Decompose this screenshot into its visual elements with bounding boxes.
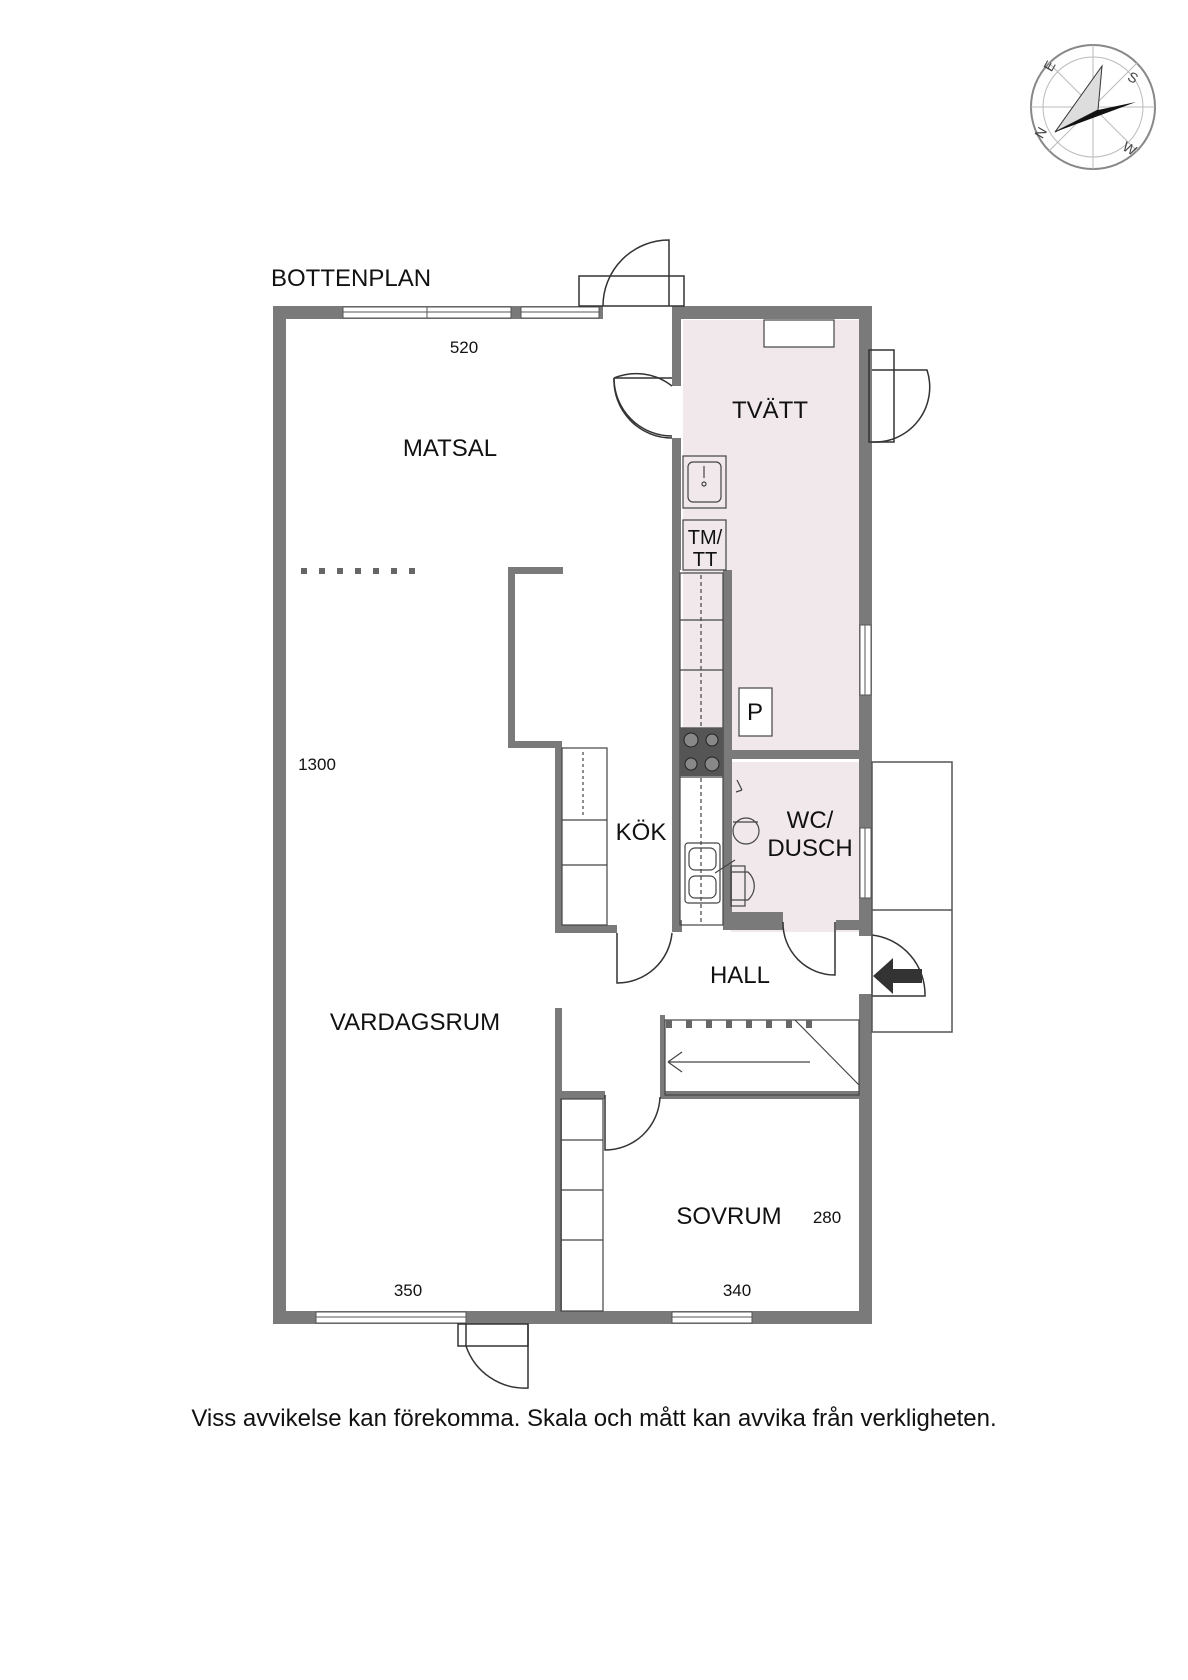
compass-icon: E S W N [1030, 44, 1156, 170]
laundry-sink-icon [682, 455, 727, 509]
dimension-top: 520 [450, 338, 478, 357]
room-label-tvatt: TVÄTT [732, 397, 808, 424]
room-label-kok: KÖK [616, 819, 667, 846]
room-label-p: P [747, 699, 763, 726]
entrance-arrow-icon [873, 958, 922, 994]
room-label-vardagsrum: VARDAGSRUM [330, 1009, 500, 1036]
stove-icon [680, 728, 723, 776]
room-label-sovrum: SOVRUM [676, 1203, 781, 1230]
dimension-bottom-right: 340 [723, 1281, 751, 1300]
stair-dots [301, 568, 812, 1028]
tvatt-fill [683, 320, 861, 750]
dimension-left: 1300 [298, 755, 336, 774]
disclaimer-text: Viss avvikelse kan förekomma. Skala och … [191, 1405, 997, 1432]
room-label-hall: HALL [710, 962, 770, 989]
kitchen-sink-icon [684, 842, 736, 904]
doors [457, 239, 953, 1389]
room-label-tt: TT [693, 549, 717, 571]
wc-fill [731, 762, 861, 932]
floor-title: BOTTENPLAN [271, 265, 431, 292]
dimension-sovrum-side: 280 [813, 1208, 841, 1227]
staircase [560, 747, 860, 1312]
room-label-matsal: MATSAL [403, 435, 497, 462]
tm-tt-box [682, 519, 727, 571]
dimension-bottom-left: 350 [394, 1281, 422, 1300]
laundry-shelf [763, 319, 835, 348]
room-label-dusch: DUSCH [767, 835, 852, 862]
p-box [738, 687, 773, 737]
room-label-tm: TM/ [688, 527, 723, 549]
wc-fixtures [730, 779, 760, 907]
room-label-wc: WC/ [787, 807, 834, 834]
windows [315, 306, 872, 1324]
